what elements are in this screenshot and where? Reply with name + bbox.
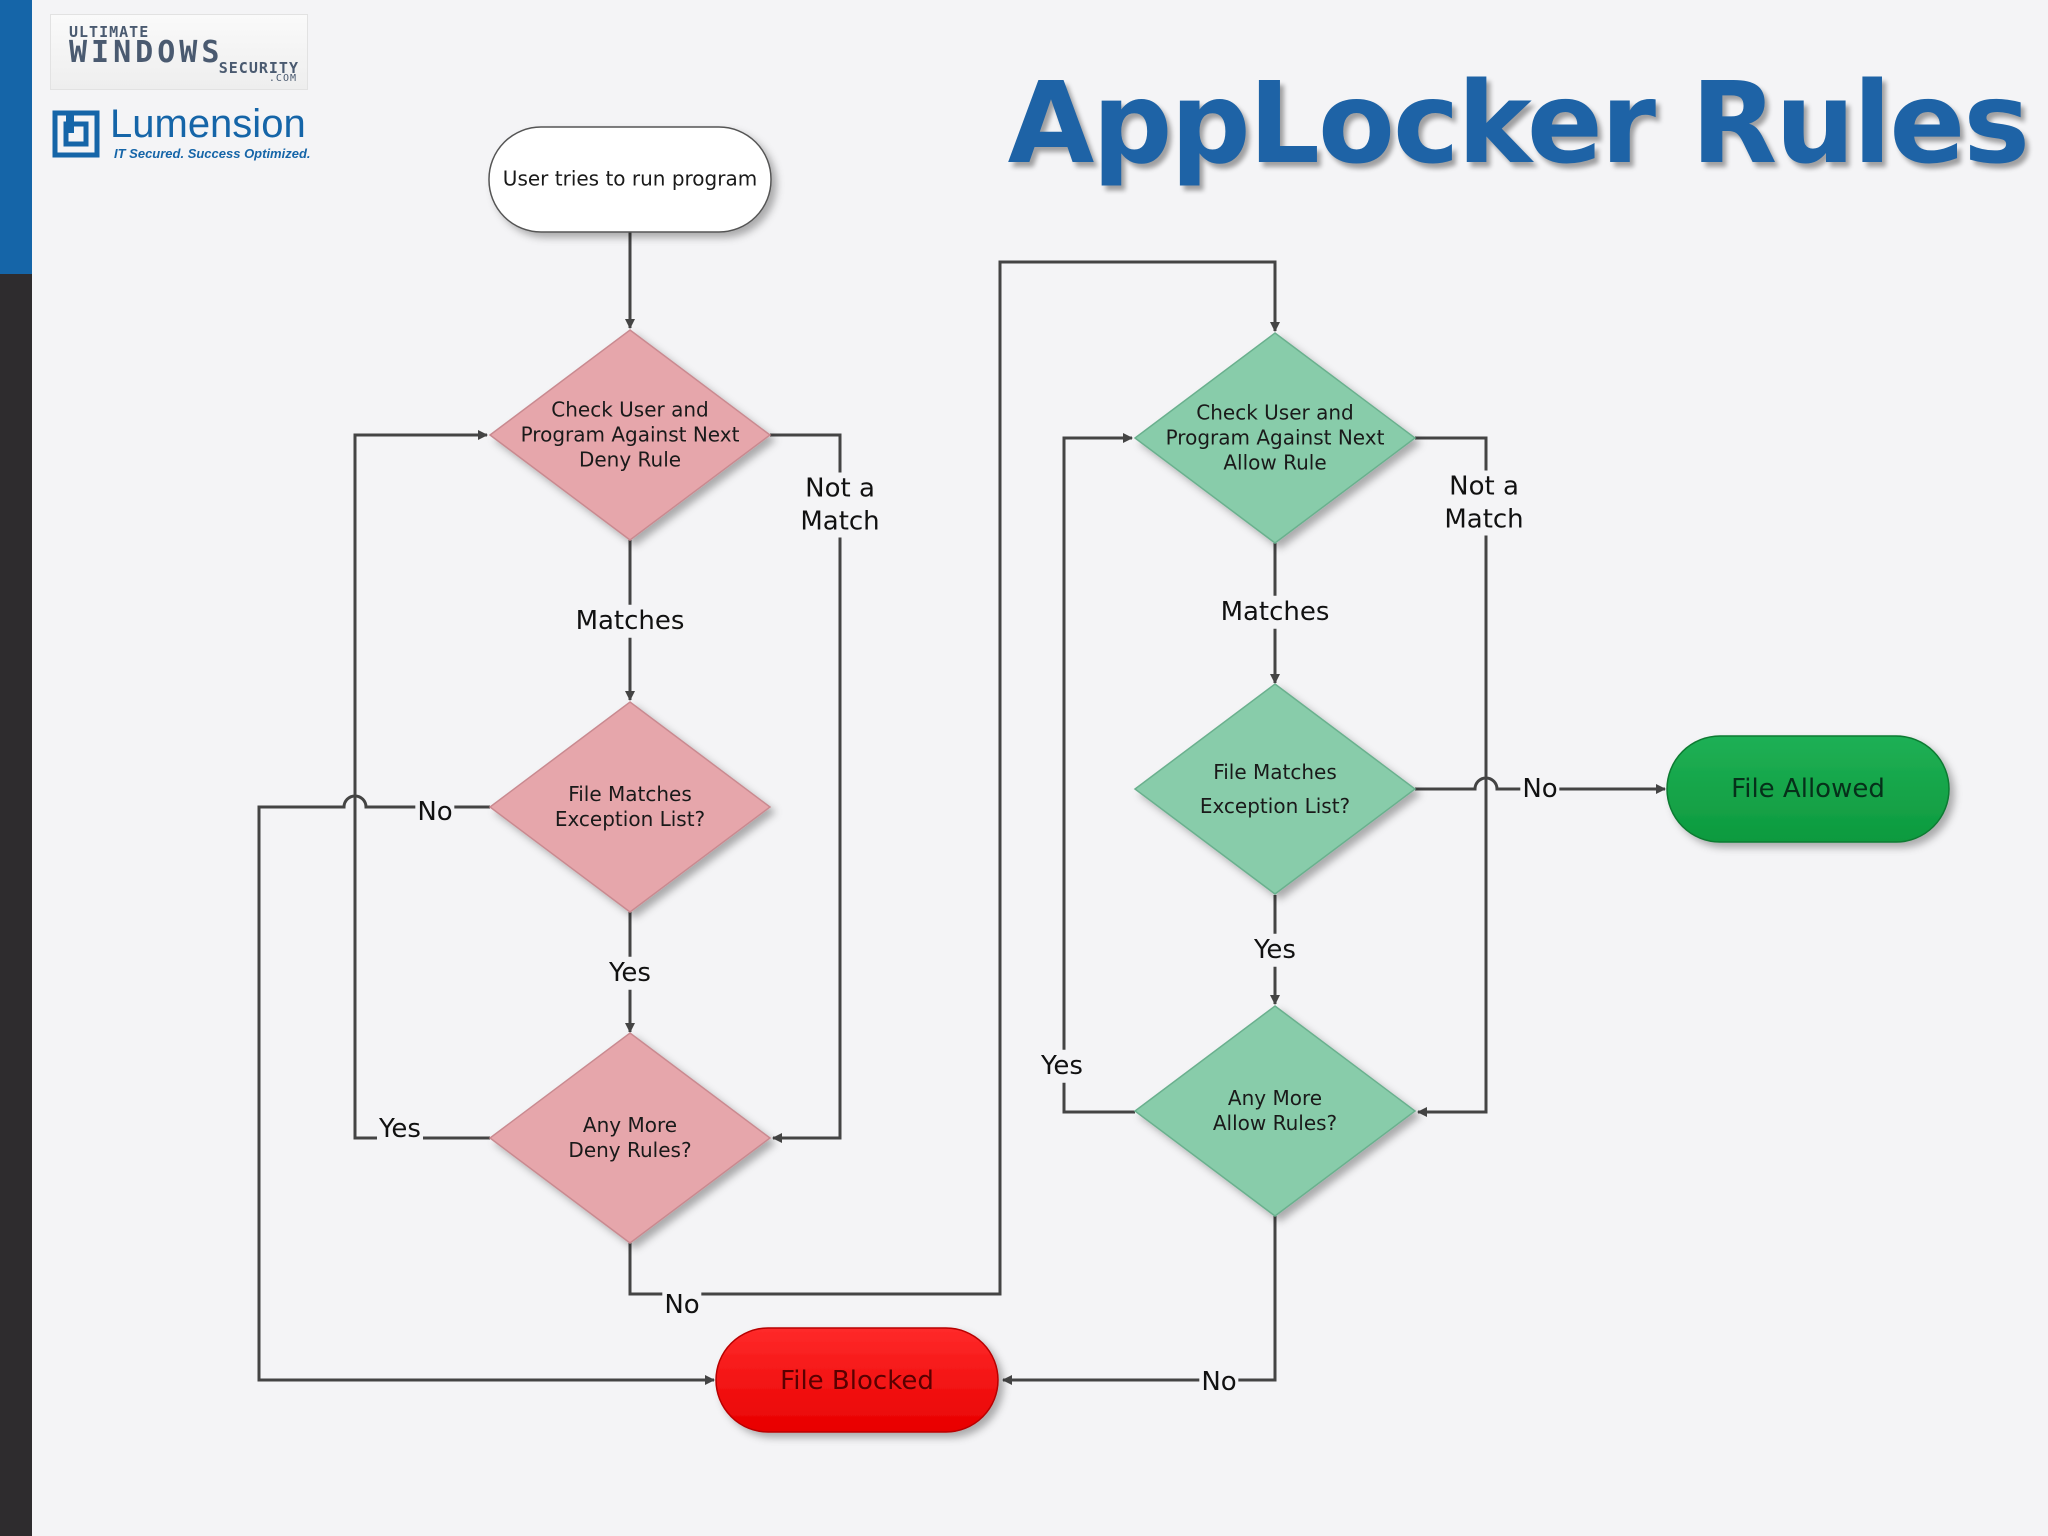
start-terminal [488, 126, 772, 233]
deny-more-yes-arrow [353, 430, 490, 1140]
allow-more-yes-label: Yes [1039, 1049, 1085, 1083]
allow-matches-label: Matches [1218, 595, 1332, 629]
deny-more-no-arrow [628, 260, 1280, 1296]
allow-more-yes-arrow [1062, 433, 1135, 1114]
deny-not-match-arrow [770, 433, 842, 1143]
deny-more-rules-decision [488, 1032, 772, 1244]
deny-more-yes-label: Yes [377, 1112, 423, 1146]
lumension-logo-name: Lumension [110, 102, 306, 146]
allow-more-no-label: No [1199, 1365, 1239, 1399]
allow-exception-label: File Matches Exception List? [1199, 760, 1351, 818]
ultimate-windows-security-logo: ULTIMATE WINDOWS SECURITY .COM [50, 14, 308, 90]
accent-bar-blue [0, 0, 32, 274]
file-blocked-terminal [715, 1327, 999, 1433]
deny-not-match-label: Not a Match [798, 472, 882, 538]
deny-exception-decision [488, 701, 772, 913]
allow-check-label: Check User and Program Against Next Allo… [1165, 400, 1385, 475]
deny-matches-label: Matches [573, 604, 687, 638]
deny-check-label: Check User and Program Against Next Deny… [520, 397, 740, 472]
lumension-tagline: IT Secured. Success Optimized. [114, 146, 311, 161]
deny-more-rules-label: Any More Deny Rules? [568, 1113, 692, 1162]
deny-exception-label: File Matches Exception List? [554, 782, 706, 831]
allow-exception-no-arrow [1415, 776, 1666, 794]
file-allowed-terminal [1666, 735, 1950, 843]
deny-exception-no-label: No [415, 795, 455, 829]
start-label: User tries to run program [502, 166, 758, 191]
deny-more-no-label: No [662, 1288, 702, 1322]
allow-exception-yes-label: Yes [1252, 933, 1298, 967]
page-title: AppLocker Rules [1007, 59, 2030, 189]
lumension-mark-icon [52, 110, 100, 158]
deny-check-decision [488, 329, 772, 541]
allow-exception-decision [1133, 683, 1417, 895]
allow-more-rules-decision [1133, 1005, 1417, 1217]
allow-more-rules-label: Any More Allow Rules? [1212, 1086, 1338, 1135]
allow-more-no-arrow [1002, 1216, 1277, 1385]
file-allowed-label: File Allowed [1731, 773, 1885, 804]
allow-check-decision [1133, 332, 1417, 544]
deny-exception-no-arrow [257, 794, 715, 1385]
deny-exception-yes-label: Yes [607, 956, 653, 990]
allow-exception-no-label: No [1520, 772, 1560, 806]
allow-not-match-label: Not a Match [1442, 470, 1526, 536]
accent-bar-dark [0, 274, 32, 1536]
file-blocked-label: File Blocked [780, 1365, 934, 1396]
allow-not-match-arrow [1415, 436, 1488, 1117]
